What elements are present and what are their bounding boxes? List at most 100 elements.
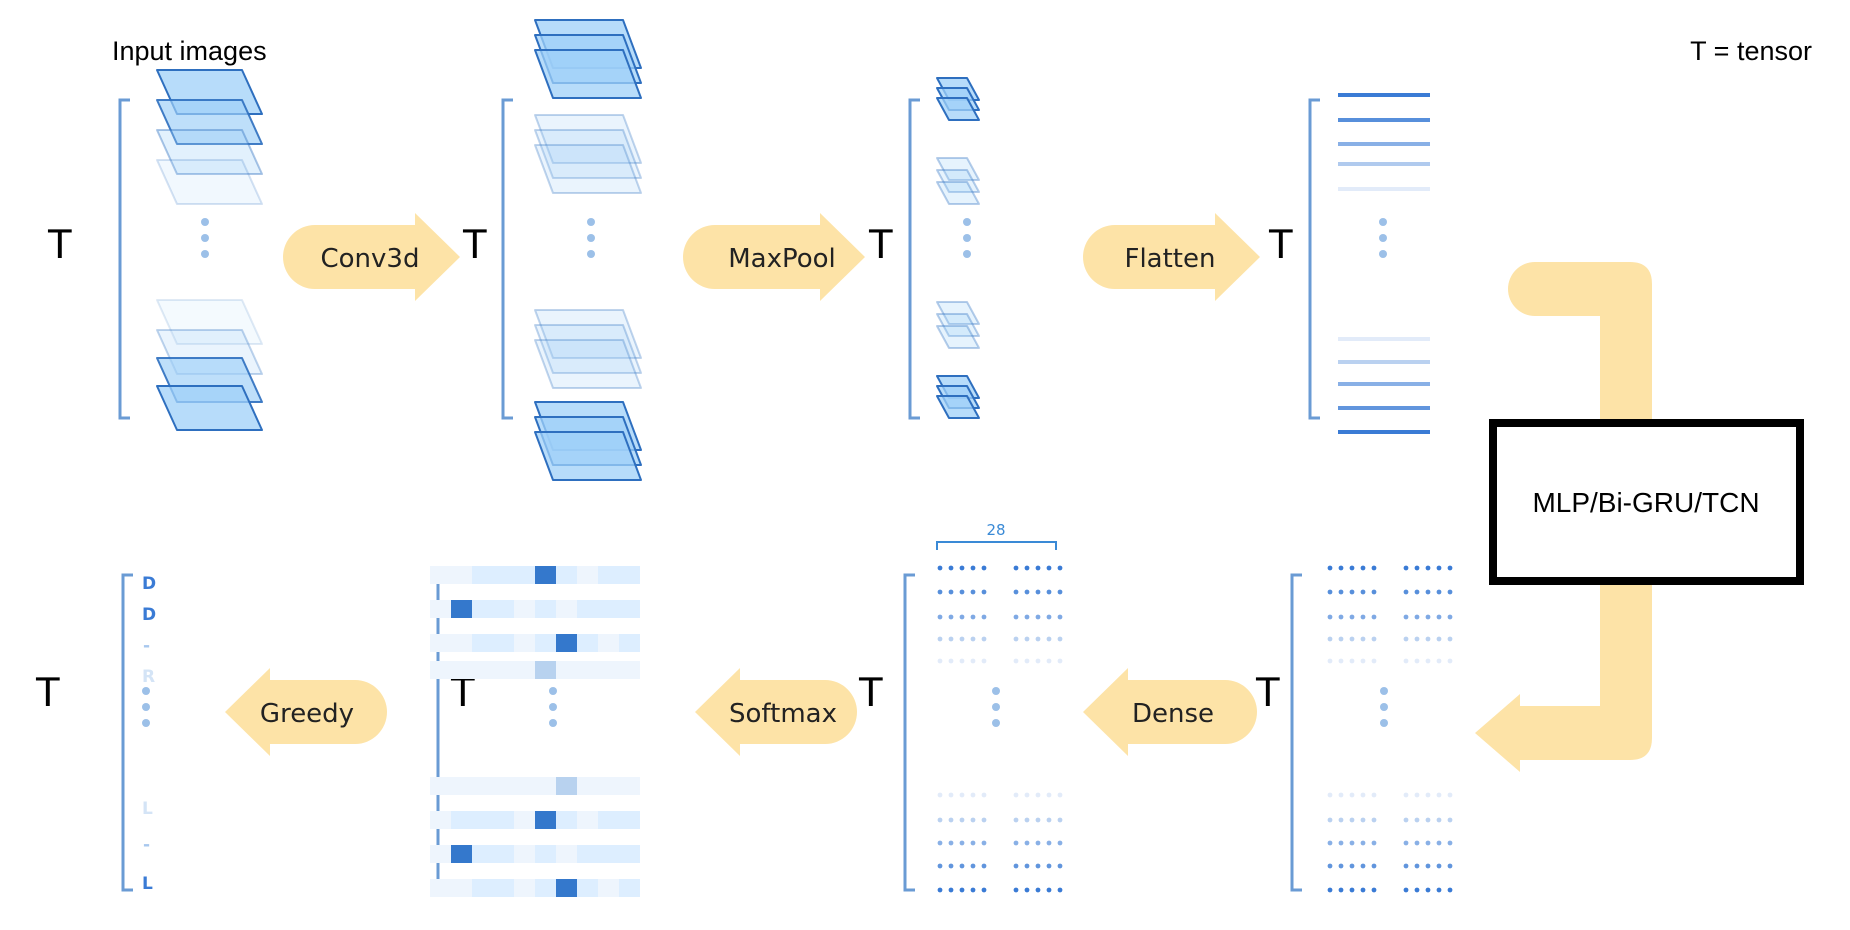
dot — [1013, 565, 1019, 571]
dot — [1360, 589, 1366, 595]
dot — [937, 792, 943, 798]
dot — [1349, 636, 1355, 642]
dot — [1327, 792, 1333, 798]
heat-cell — [619, 845, 640, 863]
output-letter: - — [143, 636, 150, 656]
dot — [937, 658, 943, 664]
dot — [1349, 817, 1355, 823]
dot — [1338, 589, 1344, 595]
frame — [534, 431, 642, 481]
dot — [1414, 589, 1420, 595]
heat-cell — [514, 566, 535, 584]
dot — [1046, 589, 1052, 595]
dot — [1327, 840, 1333, 846]
ellipsis-dot — [201, 250, 209, 258]
dot — [937, 565, 943, 571]
heat-cell — [451, 634, 472, 652]
dot — [1046, 887, 1052, 893]
ellipsis-dot — [992, 719, 1000, 727]
heat-cell — [451, 600, 472, 618]
frame — [534, 144, 642, 194]
vector-line — [1338, 162, 1430, 166]
dot — [1371, 636, 1377, 642]
dot — [1013, 614, 1019, 620]
dot — [1360, 817, 1366, 823]
maxpool-arrow: MaxPool — [683, 213, 865, 301]
dot — [1403, 565, 1409, 571]
tensor-brackets — [118, 98, 1320, 892]
ellipsis-dot — [1380, 687, 1388, 695]
dot — [959, 887, 965, 893]
heat-cell — [472, 634, 493, 652]
dot — [1425, 840, 1431, 846]
softmax-heatmap — [430, 566, 640, 897]
heat-cell — [493, 661, 514, 679]
ellipsis-dot — [963, 234, 971, 242]
heat-cell — [556, 600, 577, 618]
dot — [1403, 614, 1409, 620]
vector-line — [1338, 430, 1430, 434]
dot — [959, 792, 965, 798]
dot — [959, 636, 965, 642]
dot — [981, 658, 987, 664]
heat-cell — [598, 845, 619, 863]
dot — [1338, 840, 1344, 846]
frame — [156, 299, 263, 345]
heat-cell — [577, 811, 598, 829]
heat-cell — [472, 811, 493, 829]
dot — [1360, 863, 1366, 869]
ellipsis-dot — [201, 234, 209, 242]
heat-cell — [577, 600, 598, 618]
vector-line — [1338, 382, 1430, 386]
bracket — [501, 98, 513, 420]
dot — [959, 589, 965, 595]
input-images-label: Input images — [112, 36, 267, 66]
heat-cell — [451, 845, 472, 863]
dot — [1360, 636, 1366, 642]
bracket — [436, 573, 448, 892]
heat-cell — [472, 879, 493, 897]
dot — [970, 589, 976, 595]
frame — [534, 309, 642, 359]
heat-cell — [514, 634, 535, 652]
heat-cell — [430, 566, 451, 584]
dot — [1360, 840, 1366, 846]
heat-cell — [535, 566, 556, 584]
dot — [1013, 817, 1019, 823]
dot — [1425, 863, 1431, 869]
dot — [1425, 817, 1431, 823]
dot — [1414, 840, 1420, 846]
softmax-label: Softmax — [729, 699, 837, 729]
dot — [1414, 863, 1420, 869]
dot — [981, 887, 987, 893]
frame — [534, 129, 642, 179]
softmax-arrow: Softmax — [695, 668, 857, 756]
ellipsis-dot — [142, 687, 150, 695]
heat-cell — [535, 845, 556, 863]
dot — [970, 887, 976, 893]
frame — [156, 159, 263, 205]
dot — [1403, 658, 1409, 664]
frame — [936, 97, 980, 121]
heat-cell — [430, 661, 451, 679]
dot — [1436, 636, 1442, 642]
dot — [1035, 887, 1041, 893]
output-sequence: D D - R L - L — [142, 574, 156, 894]
model-box: MLP/Bi-GRU/TCN — [1489, 419, 1804, 585]
heat-cell — [430, 634, 451, 652]
dot — [1436, 887, 1442, 893]
dot — [1024, 636, 1030, 642]
dot — [948, 614, 954, 620]
dot — [1360, 887, 1366, 893]
dot — [1436, 565, 1442, 571]
ellipsis-dot — [587, 234, 595, 242]
heat-cell — [598, 811, 619, 829]
heat-cell — [472, 845, 493, 863]
dot — [1024, 614, 1030, 620]
dot — [1447, 589, 1453, 595]
heat-cell — [514, 879, 535, 897]
dot — [1349, 792, 1355, 798]
dot — [1447, 636, 1453, 642]
dot — [981, 792, 987, 798]
dot — [1057, 792, 1063, 798]
